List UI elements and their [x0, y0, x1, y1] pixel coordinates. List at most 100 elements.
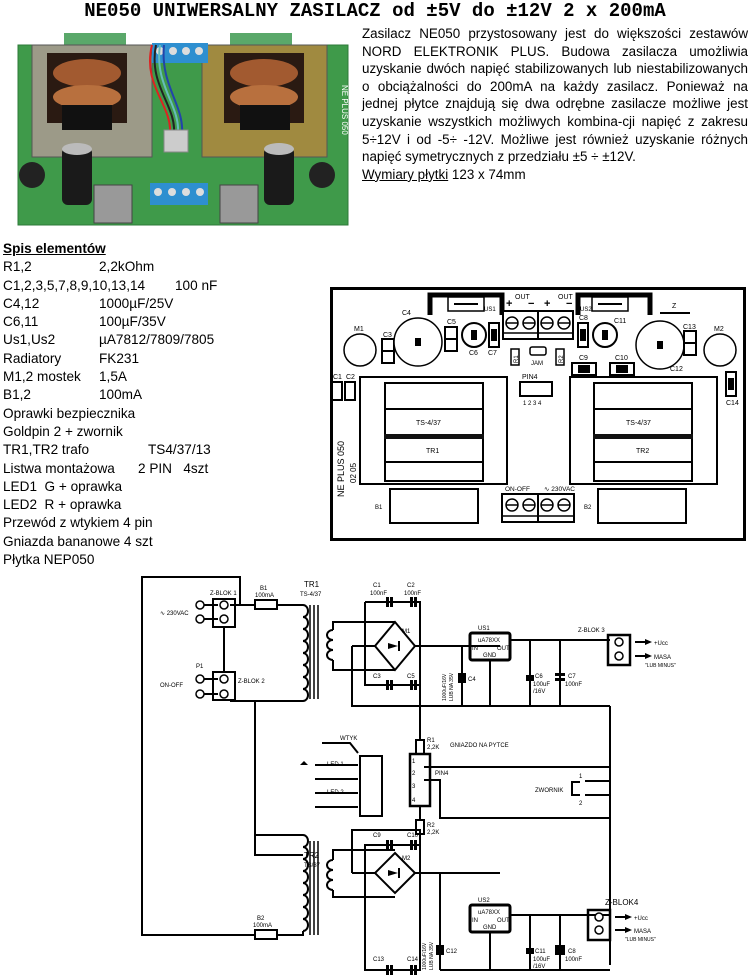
sch-c13: C13 — [373, 957, 385, 963]
sch-zblok4: Z-BLOK4 — [605, 898, 639, 907]
part-ref: TR1,TR2 trafo — [3, 442, 90, 458]
sch-m1: M1 — [402, 629, 411, 635]
sch-c10: C10 — [407, 833, 419, 839]
sch-p1: P1 — [196, 664, 204, 670]
sch-tr2: TR2 — [304, 851, 320, 860]
sch-c3: C3 — [373, 674, 381, 680]
sch-c12: C12 — [446, 949, 458, 955]
dimensions-label: Wymiary płytki — [362, 166, 449, 182]
description-text: Zasilacz NE050 przystosowany jest do wię… — [362, 26, 748, 165]
sch-c6: C6 — [535, 674, 543, 680]
sch-b1-value: 100mA — [255, 593, 274, 599]
part-value: 100mA — [99, 387, 143, 403]
part-ref: B1,2 — [3, 387, 31, 403]
sch-masa-1: MASA — [654, 655, 671, 661]
pcb-minus-1: − — [528, 298, 534, 310]
part-value: TS4/37/13 — [148, 442, 211, 458]
parts-list-item: TR1,TR2 trafo TS4/37/13 — [3, 441, 333, 459]
sch-zblok2: Z-BLOK 2 — [238, 679, 265, 685]
parts-list-item: Goldpin 2 + zwornik — [3, 423, 333, 441]
pcb-out-1: OUT — [515, 294, 531, 301]
sch-c4-value2: LUB NA 35V — [449, 672, 455, 701]
pcb-c11: C11 — [614, 318, 626, 325]
sch-r2: R2 — [427, 823, 435, 829]
sch-ucc-1: +Ucc — [654, 641, 668, 647]
pcb-c2: C2 — [346, 374, 355, 381]
description: Zasilacz NE050 przystosowany jest do wię… — [362, 25, 748, 183]
sch-c14: C14 — [407, 957, 419, 963]
pcb-onoff: ON-OFF — [505, 486, 530, 493]
sch-us1: US1 — [478, 626, 490, 632]
sch-c11-value2: /16V — [533, 964, 545, 970]
part-value: 100µF/35V — [99, 314, 166, 330]
dimensions-line: Wymiary płytki 123 x 74mm — [362, 166, 748, 184]
pcb-c10: C10 — [615, 355, 628, 362]
pcb-pin4: PIN4 — [522, 374, 538, 381]
sch-us1-type: uA78XX — [478, 638, 500, 644]
part-value: 1,5A — [99, 369, 127, 385]
bridge-m1 — [309, 162, 335, 188]
sch-r1: R1 — [427, 738, 435, 744]
pcb-c1: C1 — [333, 374, 342, 381]
parts-list-item: Gniazda bananowe 4 szt — [3, 533, 333, 551]
parts-list-item: LED2 R + oprawka — [3, 496, 333, 514]
sch-pin-4: 4 — [412, 798, 416, 804]
pcb-c14: C14 — [726, 400, 739, 407]
part-ref: Us1,Us2 — [3, 332, 56, 348]
part-ref: Goldpin 2 + zwornik — [3, 423, 123, 439]
capacitor-c12 — [264, 147, 294, 205]
sch-c2-value: 100nF — [404, 591, 421, 597]
photo-board-label: NE PLUS 050 — [340, 85, 349, 135]
pcb-b2: B2 — [584, 505, 592, 511]
sch-masa-2: MASA — [634, 929, 651, 935]
sch-us1-in: IN — [472, 646, 478, 652]
sch-pin-1: 1 — [412, 759, 416, 765]
terminal-block-top — [152, 43, 208, 63]
sch-b2: B2 — [257, 916, 265, 922]
part-ref: Listwa montażowa — [3, 460, 115, 476]
sch-pin-3: 3 — [412, 784, 416, 790]
pcb-layout: US1 US2 OUT OUT + − + − Z M1 C3 C4 C5 C6… — [330, 287, 746, 541]
sch-onoff: ON-OFF — [160, 683, 183, 689]
sch-c6-value2: /16V — [533, 689, 545, 695]
dimensions-value: 123 x 74mm — [451, 166, 526, 182]
sch-zblok1: Z-BLOK 1 — [210, 591, 237, 597]
parts-list-item: LED1 G + oprawka — [3, 478, 333, 496]
pcb-out-2: OUT — [558, 294, 574, 301]
pcb-r1: R1 — [514, 355, 520, 363]
parts-list-item: Przewód z wtykiem 4 pin — [3, 514, 333, 532]
part-ref: R1,2 — [3, 259, 32, 275]
sch-tr1: TR1 — [304, 580, 320, 589]
bridge-m2 — [19, 162, 45, 188]
pcb-m1: M1 — [354, 326, 364, 333]
part-ref: Oprawki bezpiecznika — [3, 405, 136, 421]
sch-us2-gnd: GND — [483, 925, 497, 931]
pcb-minus-2: − — [566, 298, 572, 310]
sch-jumper-1: 1 — [579, 774, 583, 780]
pcb-c8: C8 — [579, 315, 588, 322]
sch-jumper-2: 2 — [579, 801, 583, 807]
pcb-c6: C6 — [469, 350, 478, 357]
sch-lub-minus-1: "LUB MINUS" — [645, 663, 676, 669]
pcb-z: Z — [672, 303, 677, 310]
sch-c1: C1 — [373, 583, 381, 589]
sch-c8-value: 100nF — [565, 957, 582, 963]
parts-list-heading: Spis elementów — [3, 241, 106, 256]
sch-c1-value: 100nF — [370, 591, 387, 597]
pcb-us2: US2 — [580, 307, 592, 313]
pcb-c12: C12 — [670, 366, 683, 373]
part-ref: Radiatory — [3, 350, 62, 366]
parts-list-item: Płytka NEP050 — [3, 551, 333, 569]
pcb-ts2: TS-4/37 — [626, 420, 651, 427]
sch-us1-out: OUT — [497, 646, 510, 652]
sch-ac-in: ∿ 230VAC — [160, 611, 189, 617]
sch-c7-value: 100nF — [565, 682, 582, 688]
pcb-c4: C4 — [402, 310, 411, 317]
pcb-r2: R2 — [559, 355, 565, 363]
